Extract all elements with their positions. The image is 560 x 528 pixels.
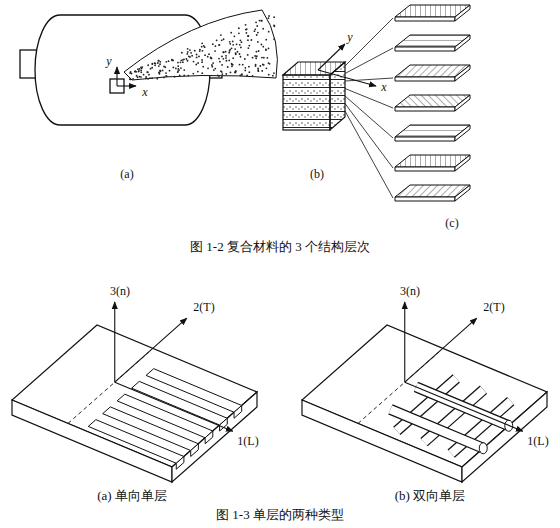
unidirectional-lamina xyxy=(12,325,257,482)
subfigure-label: (b) 双向单层 xyxy=(393,489,467,504)
axis-label: 2(T) xyxy=(191,301,216,315)
axis-label: x xyxy=(140,86,149,100)
subfigure-label: (a) xyxy=(118,168,135,182)
figure-caption: 图 1-3 单层的两种类型 xyxy=(214,508,346,523)
laminate-block xyxy=(283,62,345,130)
axis-label: 3(n) xyxy=(108,285,132,299)
axis-label: 1(L) xyxy=(235,435,260,449)
axis-label: y xyxy=(104,55,113,69)
axis-label: 2(T) xyxy=(481,301,506,315)
ply-stack xyxy=(345,5,470,201)
axis-label: y xyxy=(345,31,354,45)
bidirectional-lamina xyxy=(302,325,547,482)
figure-caption: 图 1-2 复合材料的 3 个结构层次 xyxy=(188,240,372,255)
axis-label: x xyxy=(379,81,388,95)
subfigure-label: (b) xyxy=(308,168,326,182)
fibers xyxy=(68,352,513,469)
fiber-dots xyxy=(129,15,275,80)
axis-label: 3(n) xyxy=(398,285,422,299)
material-axes xyxy=(115,302,523,431)
subfigure-label: (c) xyxy=(443,217,460,231)
subfigure-label: (a) 单向单层 xyxy=(95,489,169,504)
axis-label: 1(L) xyxy=(525,435,550,449)
magnified-spray xyxy=(124,10,277,80)
